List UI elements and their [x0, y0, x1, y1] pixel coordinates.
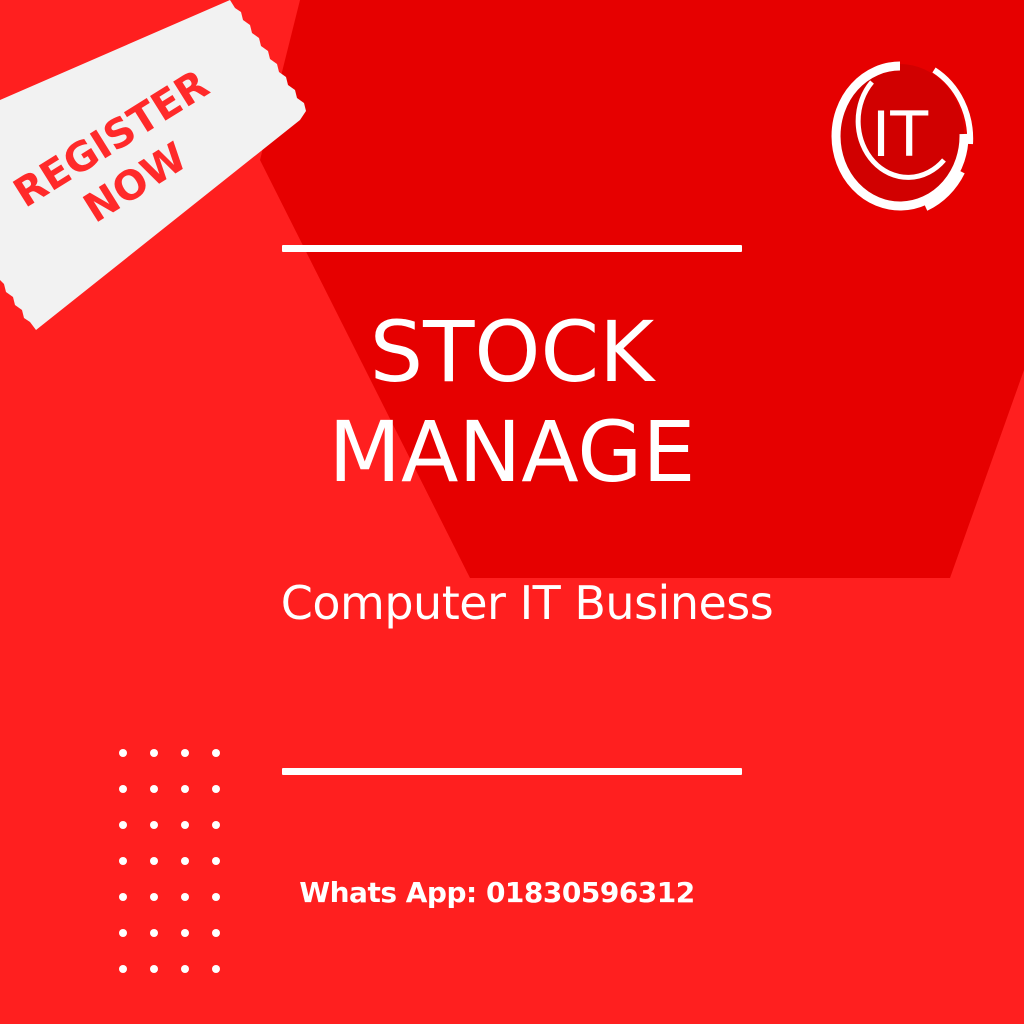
- top-divider: [282, 245, 742, 252]
- grid-dot: [150, 785, 158, 793]
- grid-dot: [212, 857, 220, 865]
- grid-dot: [181, 857, 189, 865]
- grid-dot: [150, 821, 158, 829]
- whatsapp-contact: Whats App: 01830596312: [299, 876, 695, 909]
- grid-dot: [150, 893, 158, 901]
- logo-text: IT: [872, 98, 929, 171]
- grid-dot: [181, 965, 189, 973]
- grid-dot: [119, 821, 127, 829]
- headline-line-2: MANAGE: [328, 403, 696, 501]
- grid-dot: [212, 785, 220, 793]
- bottom-divider: [282, 768, 742, 775]
- grid-dot: [181, 929, 189, 937]
- grid-dot: [212, 929, 220, 937]
- grid-dot: [181, 893, 189, 901]
- headline-line-1: STOCK: [369, 303, 655, 401]
- grid-dot: [150, 965, 158, 973]
- headline: STOCK MANAGE: [212, 302, 812, 502]
- grid-dot: [150, 929, 158, 937]
- grid-dot: [181, 821, 189, 829]
- register-now-ribbon: REGISTER NOW: [0, 0, 306, 330]
- grid-dot: [119, 893, 127, 901]
- grid-dot: [119, 785, 127, 793]
- grid-dot: [150, 749, 158, 757]
- it-ring-logo-icon: IT: [831, 61, 974, 211]
- grid-dot: [181, 785, 189, 793]
- grid-dot: [212, 893, 220, 901]
- subtitle: Computer IT Business: [280, 576, 774, 630]
- grid-dot: [119, 965, 127, 973]
- dot-grid-icon: [119, 749, 220, 973]
- grid-dot: [212, 749, 220, 757]
- grid-dot: [119, 857, 127, 865]
- grid-dot: [212, 965, 220, 973]
- grid-dot: [119, 749, 127, 757]
- grid-dot: [181, 749, 189, 757]
- grid-dot: [119, 929, 127, 937]
- grid-dot: [212, 821, 220, 829]
- grid-dot: [150, 857, 158, 865]
